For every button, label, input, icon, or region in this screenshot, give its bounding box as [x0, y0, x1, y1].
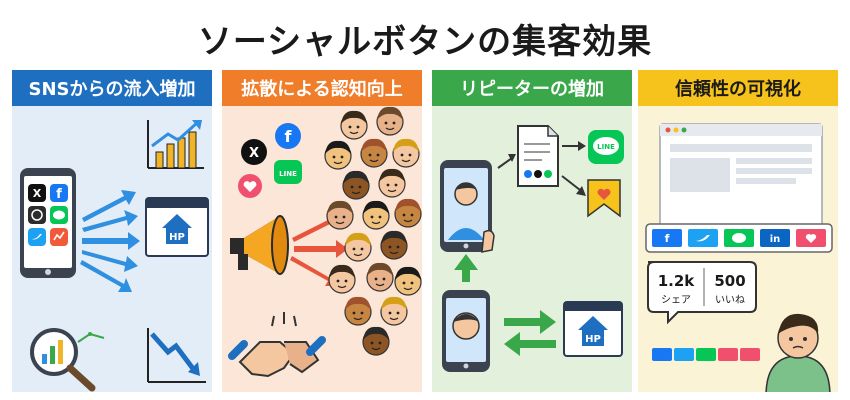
person-face-icon: [324, 140, 352, 170]
smartphone-icon: [440, 160, 492, 252]
person-face-icon: [394, 266, 422, 296]
panel-trust: 信頼性の可視化 f: [638, 70, 838, 392]
svg-text:in: in: [770, 234, 781, 245]
panel-repeaters: リピーターの増加: [432, 70, 632, 392]
smartphone-icon: X f: [20, 168, 76, 278]
person-face-icon: [344, 232, 372, 262]
person-face-icon: [380, 230, 408, 260]
person-face-icon: [344, 296, 372, 326]
like-count-label: いいね: [715, 294, 745, 306]
panel-body: X f: [12, 106, 212, 392]
person-face-icon: [362, 200, 390, 230]
growth-chart-icon: [147, 120, 204, 169]
handshake-icon: [228, 312, 326, 378]
person-face-icon: [326, 200, 354, 230]
person-avatar-icon: [765, 313, 831, 392]
panel-sns-inflow: SNSからの流入増加 X f: [12, 70, 212, 392]
panel-heading: リピーターの増加: [432, 70, 632, 106]
svg-text:LINE: LINE: [279, 170, 297, 178]
svg-text:f: f: [285, 127, 293, 146]
person-face-icon: [362, 326, 390, 356]
panel-body: LINE: [432, 106, 632, 392]
person-face-icon: [378, 168, 406, 198]
person-face-icon: [392, 138, 420, 168]
person-face-icon: [328, 264, 356, 294]
panel-heading: 信頼性の可視化: [638, 70, 838, 106]
browser-icon: HP: [145, 197, 209, 257]
magnifier-icon: [30, 328, 105, 392]
panel-heading: SNSからの流入増加: [12, 70, 212, 106]
hp-label: HP: [169, 232, 185, 243]
smartphone-icon: [442, 290, 490, 372]
person-face-icon: [366, 262, 394, 292]
svg-text:X: X: [249, 146, 259, 161]
panel-body: X f LINE: [222, 106, 422, 392]
like-count-value: 500: [714, 272, 745, 290]
share-button-bar: f in: [645, 223, 833, 253]
svg-text:LINE: LINE: [597, 143, 615, 151]
facebook-share-button[interactable]: [652, 229, 682, 247]
person-face-icon: [360, 138, 388, 168]
share-count-value: 1.2k: [658, 272, 696, 290]
x-icon: X: [241, 139, 267, 165]
document-icon: [517, 125, 559, 187]
bookmark-icon: [587, 179, 621, 218]
share-count-label: シェア: [661, 295, 691, 306]
line-icon: LINE: [274, 160, 302, 184]
facebook-icon: f: [275, 123, 301, 149]
decline-chart-icon: [147, 328, 206, 383]
panel-body: f in 1.2k シェア 500 いいね: [638, 106, 838, 392]
browser-icon: HP: [563, 301, 623, 357]
panel-awareness: 拡散による認知向上 X f LINE: [222, 70, 422, 392]
linkedin-share-button[interactable]: [760, 229, 790, 247]
person-face-icon: [340, 110, 368, 140]
person-face-icon: [342, 170, 370, 200]
crowd-faces: [324, 106, 422, 356]
hp-label: HP: [585, 334, 601, 345]
svg-text:f: f: [665, 232, 670, 245]
svg-text:X: X: [33, 187, 42, 200]
twitter-share-button[interactable]: [688, 229, 718, 247]
heart-icon: [238, 174, 262, 198]
panel-heading: 拡散による認知向上: [222, 70, 422, 106]
person-face-icon: [376, 106, 404, 136]
svg-text:f: f: [56, 187, 62, 202]
megaphone-icon: [230, 215, 289, 275]
share-button-row-small: [652, 348, 760, 361]
count-bubble: 1.2k シェア 500 いいね: [647, 261, 757, 325]
line-icon: LINE: [588, 130, 624, 164]
two-way-arrows: [504, 310, 556, 356]
page-title: ソーシャルボタンの集客効果: [197, 21, 653, 62]
person-face-icon: [380, 296, 408, 326]
up-arrow: [454, 254, 478, 282]
browser-icon: [659, 123, 823, 237]
person-face-icon: [394, 198, 422, 228]
traffic-arrows: [80, 190, 140, 292]
